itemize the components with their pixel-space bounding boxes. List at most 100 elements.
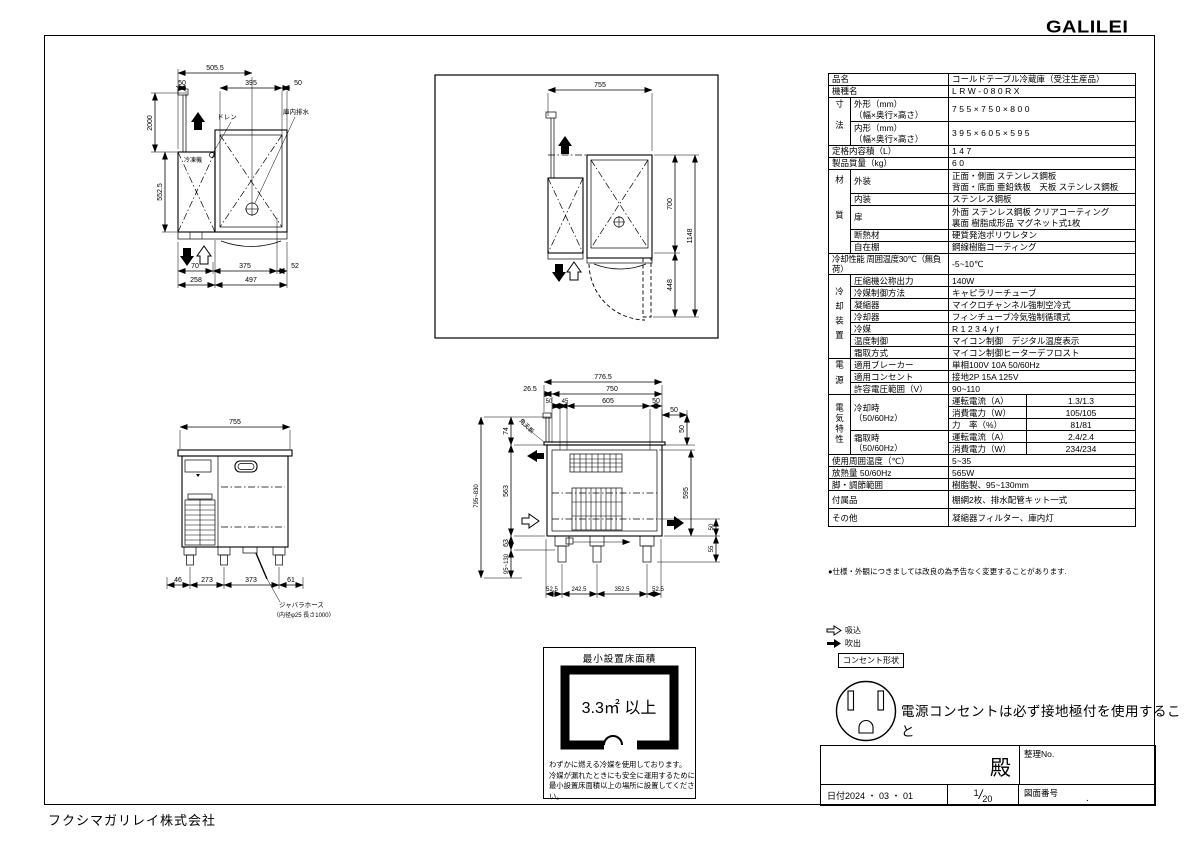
- dim-label: 95~130: [504, 553, 510, 574]
- spec-label: 品名: [827, 73, 950, 86]
- date-cell: 日付2024 ・ 03 ・ 01: [821, 785, 948, 804]
- spec-row: 断熱材硬質発泡ポリウレタン: [829, 229, 1137, 242]
- page-border: [44, 35, 1155, 805]
- addressee-cell: 殿: [821, 746, 1020, 785]
- spec-value: R1234yf: [948, 322, 1137, 336]
- dim-label: 497: [245, 277, 257, 284]
- plan-open-outline: [545, 111, 653, 321]
- dim-label: 70: [191, 263, 199, 270]
- min-area-title: 最小設置床面積: [582, 654, 657, 665]
- plan-dimensions: 505.5 50 395 50 2000 552.5 70 375 52 258…: [147, 65, 310, 288]
- spec-value: 硬質発泡ポリウレタン: [948, 229, 1137, 242]
- dim-label: 26.5: [523, 386, 537, 393]
- drain-valve: [565, 537, 574, 545]
- leg: [183, 546, 197, 556]
- spec-label: 凝縮器: [849, 298, 950, 312]
- spec-label: 霜取時 （50/60Hz）: [849, 430, 950, 456]
- blowout-arrow-icon: [827, 639, 841, 648]
- spec-row: 内装ステンレス鋼板: [829, 193, 1137, 206]
- dim-label: 552.5: [157, 183, 164, 201]
- dim-label: 61: [287, 577, 295, 584]
- dim-label: 242.5: [571, 587, 587, 593]
- drawing-no-cell: 図面番号.: [1020, 785, 1155, 804]
- title-block: 殿 整理No. 日付2024 ・ 03 ・ 01 1/20 図面番号.: [820, 745, 1156, 806]
- outlet-shape-label: コンセント形状: [838, 653, 904, 668]
- plan-view-drawing: 505.5 50 395 50 2000 552.5 70 375 52 258…: [147, 65, 310, 288]
- spec-group: 冷却装置: [828, 274, 851, 360]
- spec-row: 電源適用ブレーカー単相100V 10A 50/60Hz: [828, 358, 1137, 396]
- spec-param: 運転電流（A）: [948, 430, 1028, 444]
- dim-label: 52.5: [652, 587, 664, 593]
- dim-label: 605: [602, 398, 614, 405]
- spec-row: その他凝縮器フィルター、庫内灯: [827, 508, 1137, 528]
- open-door: [642, 257, 652, 318]
- spec-label: 放熱量 50/60Hz: [827, 466, 950, 480]
- spec-value: フィンチューブ冷気強制循環式: [948, 310, 1137, 324]
- spec-label: 自在棚: [849, 241, 950, 254]
- spec-row: 内形（mm） （幅×奥行×高さ）395×605×595: [829, 121, 1137, 146]
- hose-label: ジャバラホース: [279, 601, 324, 609]
- dim-label: 74: [503, 427, 510, 435]
- dim-label: 1148: [687, 228, 694, 243]
- spec-value: 単相100V 10A 50/60Hz: [948, 358, 1137, 372]
- spec-row: 扉外面 ステンレス鋼板 クリアコーティング 裏面 樹脂成形品 マグネット式1枚: [829, 205, 1137, 230]
- spec-value: 5~35: [948, 454, 1137, 468]
- suction-arrow-icon: [196, 245, 212, 265]
- dim-label: 45: [562, 399, 569, 405]
- airflow-legend: 吸込 吹出: [826, 624, 861, 650]
- drain-label: ドレン: [217, 114, 237, 121]
- dim-label: 700: [667, 198, 674, 210]
- date: 日付2024 ・ 03 ・ 01: [827, 791, 914, 801]
- spec-label: 冷却器: [849, 310, 950, 324]
- spec-value: マイコン制御ヒーターデフロスト: [948, 346, 1137, 360]
- spec-label: 外形（mm） （幅×奥行×高さ）: [849, 97, 950, 122]
- spec-group: 電気特性: [828, 394, 851, 456]
- spec-label: 付属品: [827, 490, 950, 510]
- spec-value: 1.3/1.3: [1026, 394, 1137, 408]
- spec-value: 接地2P 15A 125V: [948, 370, 1137, 384]
- spec-value: 147: [948, 145, 1137, 158]
- spec-label: 冷媒制御方法: [849, 286, 950, 300]
- spec-label: 霜取方式: [849, 346, 950, 360]
- drawing-no-value: .: [1086, 793, 1089, 804]
- blowout-arrow-icon: [558, 136, 572, 154]
- side-view-drawing: 776.5 26.5 750 50 45 605 50 50 50 74 563…: [474, 374, 720, 598]
- spec-label: 冷却時 （50/60Hz）: [849, 394, 950, 432]
- spec-value: キャピラリーチューブ: [948, 286, 1137, 300]
- spec-label: 脚・調節範囲: [827, 478, 950, 492]
- drain-port: [209, 152, 215, 158]
- plan-open-view-drawing: 755 700 448 1148: [434, 74, 719, 339]
- spec-row: 許容電圧範囲（V）90~110: [829, 382, 1137, 396]
- spec-value: マイクロチャンネル強制空冷式: [948, 298, 1137, 312]
- spec-label: 温度制御: [849, 334, 950, 348]
- dim-label: 52.5: [546, 587, 558, 593]
- dim-label: 448: [667, 279, 674, 291]
- dim-label: 258: [190, 277, 202, 284]
- spec-label: 外装: [849, 169, 950, 194]
- leg: [217, 546, 231, 556]
- min-floor-area-box: 最小設置床面積 3.3㎡ 以上 わずかに燃える冷媒を使用しております。 冷媒が漏…: [543, 647, 696, 801]
- spec-label: 圧縮機公称出力: [849, 274, 950, 288]
- front-dimensions: 755 46 273 373 61 ジャバラホース （内径φ25 長さ1000）: [166, 419, 335, 619]
- dim-label: 755: [229, 419, 241, 426]
- dim-label: 755: [594, 82, 606, 89]
- dim-label: 750: [606, 386, 618, 393]
- spec-value: -5~10℃: [948, 252, 1137, 276]
- outlet-warning-text: 電源コンセントは必ず接地極付を使用すること: [901, 704, 1181, 739]
- control-no-label: 整理No.: [1024, 749, 1055, 759]
- dim-label: 50: [709, 523, 715, 530]
- dim-label: 373: [245, 577, 257, 584]
- galilei-logo: GALILEI: [1046, 17, 1129, 37]
- spec-value: 565W: [948, 466, 1137, 480]
- spec-row: 冷媒制御方法キャピラリーチューブ: [829, 286, 1137, 300]
- dim-label: 375: [239, 263, 251, 270]
- view-frame: [434, 74, 719, 339]
- suction-arrow-icon: [521, 513, 540, 529]
- dim-label: 50: [294, 80, 302, 87]
- spec-label: 適用コンセント: [849, 370, 950, 384]
- spec-row: 冷却器フィンチューブ冷気強制循環式: [829, 310, 1137, 324]
